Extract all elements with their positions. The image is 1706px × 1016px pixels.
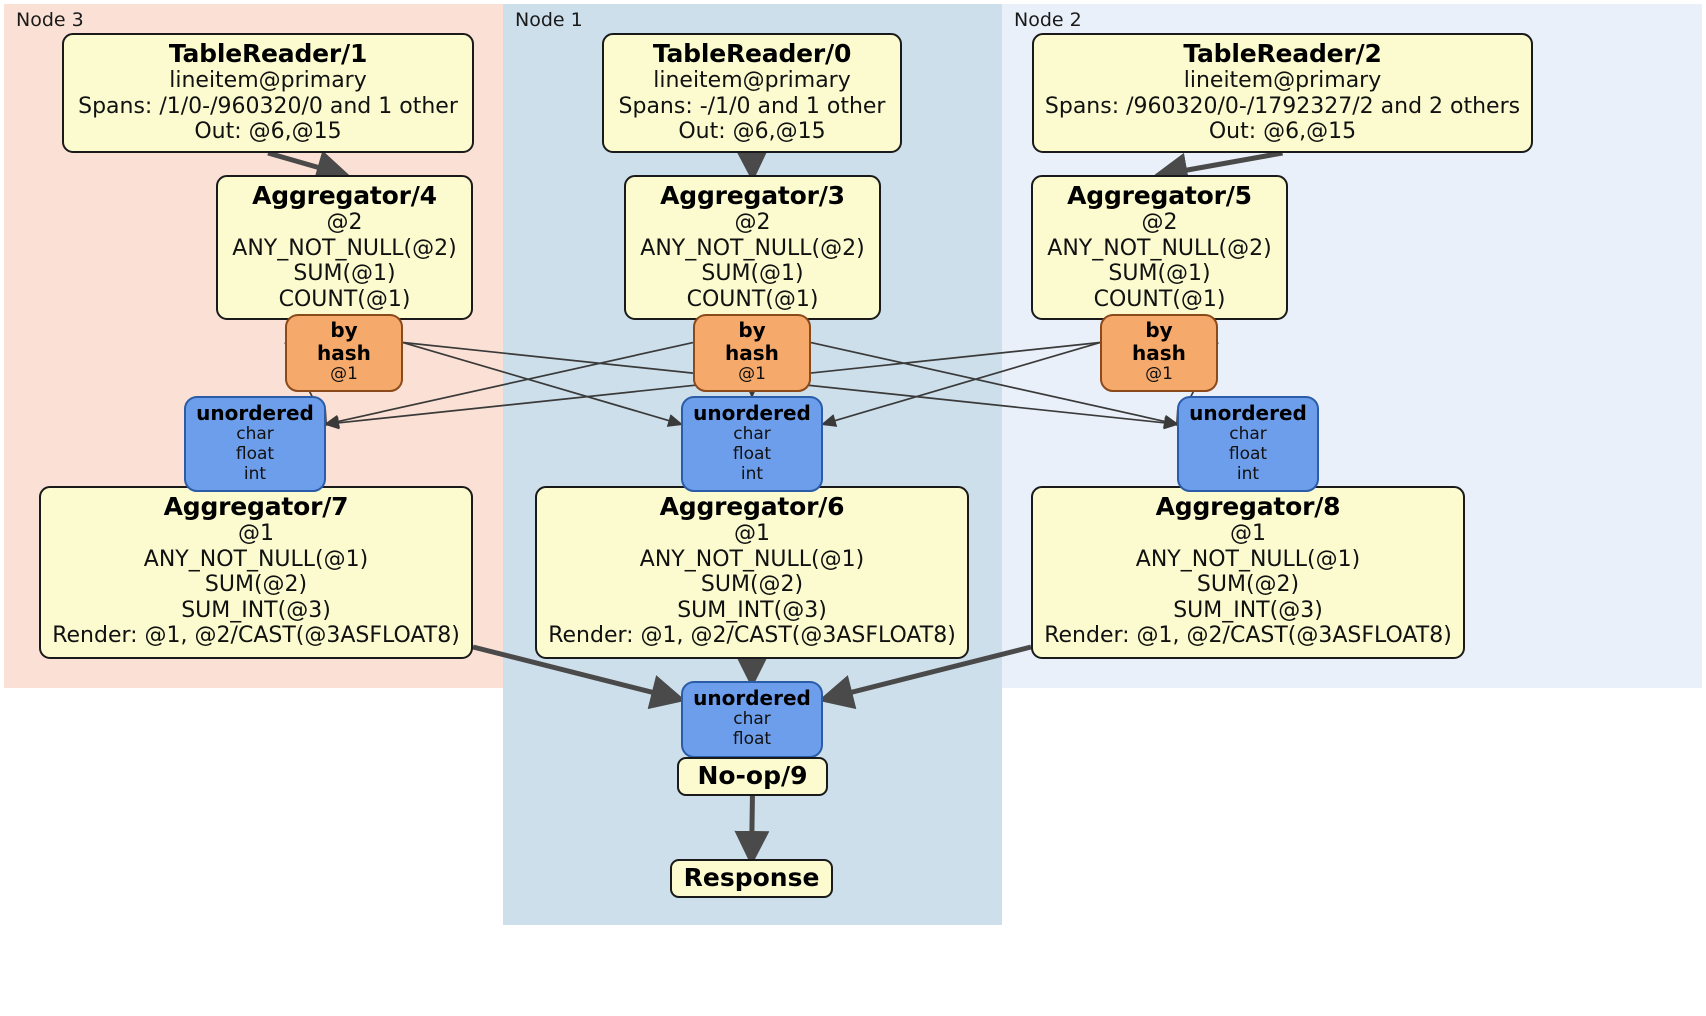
box-detail-line: lineitem@primary — [169, 68, 367, 93]
box-title: Response — [683, 863, 820, 892]
box-detail-line: lineitem@primary — [1183, 68, 1382, 93]
box-title: unordered — [693, 686, 811, 710]
edge-hash1-to-sync2 — [810, 341, 1180, 428]
box-title: Aggregator/8 — [1155, 492, 1341, 521]
box-detail-line: int — [1236, 463, 1260, 484]
processor-box-response[interactable]: Response — [670, 859, 833, 898]
box-detail-line: @1 — [330, 364, 358, 385]
box-detail-line: SUM(@1) — [701, 261, 804, 287]
box-detail-line: SUM(@2) — [204, 572, 308, 598]
edge-tr1-to-agg4 — [267, 150, 352, 185]
box-detail-line: Spans: /960320/0-/1792327/2 and 2 others — [1044, 93, 1521, 119]
node-region-label: Node 2 — [1014, 9, 1082, 31]
box-detail-line: float — [1228, 443, 1268, 464]
edge-tr2-to-agg5 — [1152, 150, 1283, 188]
output-router-hash1[interactable]: by hash@1 — [693, 314, 811, 393]
edge-agg7-to-syncFinal — [472, 644, 686, 710]
box-detail-line: Render: @1, @2/CAST(@3ASFLOAT8) — [52, 623, 460, 649]
box-title: TableReader/1 — [168, 39, 368, 68]
edge-hash2-to-sync1 — [820, 341, 1101, 427]
box-title: Aggregator/3 — [660, 181, 845, 210]
node-region-label: Node 1 — [515, 9, 583, 31]
edge-agg8-to-syncFinal — [818, 644, 1032, 710]
box-detail-line: ANY_NOT_NULL(@2) — [232, 235, 457, 261]
box-detail-line: SUM_INT(@3) — [677, 597, 827, 623]
box-detail-line: @2 — [326, 210, 363, 235]
box-detail-line: @1 — [238, 521, 274, 546]
box-detail-line: Out: @6,@15 — [1208, 119, 1357, 145]
box-detail-line: @2 — [1141, 210, 1178, 235]
box-detail-line: Render: @1, @2/CAST(@3ASFLOAT8) — [1044, 623, 1452, 649]
box-detail-line: @1 — [734, 521, 770, 546]
box-detail-line: COUNT(@1) — [1093, 286, 1226, 312]
box-detail-line: float — [732, 728, 772, 749]
box-detail-line: ANY_NOT_NULL(@1) — [143, 546, 369, 572]
box-detail-line: SUM(@1) — [1108, 261, 1211, 287]
box-detail-line: Out: @6,@15 — [194, 119, 342, 145]
edge-noop9-to-response — [734, 791, 770, 866]
box-title: by hash — [1132, 318, 1186, 366]
box-detail-line: COUNT(@1) — [686, 286, 819, 312]
box-detail-line: Spans: /1/0-/960320/0 and 1 other — [78, 93, 458, 119]
box-detail-line: @1 — [1230, 521, 1266, 546]
box-title: by hash — [317, 318, 371, 366]
box-title: TableReader/0 — [652, 39, 852, 68]
box-title: No-op/9 — [697, 761, 808, 790]
box-detail-line: Spans: -/1/0 and 1 other — [618, 93, 886, 119]
box-title: TableReader/2 — [1183, 39, 1382, 68]
box-title: unordered — [196, 401, 314, 425]
box-detail-line: char — [733, 424, 771, 445]
box-detail-line: COUNT(@1) — [278, 286, 411, 312]
box-detail-line: ANY_NOT_NULL(@2) — [1047, 235, 1272, 261]
output-router-hash3[interactable]: by hash@1 — [285, 314, 403, 393]
box-detail-line: SUM(@1) — [293, 261, 396, 287]
output-router-hash2[interactable]: by hash@1 — [1100, 314, 1218, 393]
box-detail-line: ANY_NOT_NULL(@1) — [639, 546, 865, 572]
box-detail-line: int — [740, 463, 764, 484]
box-detail-line: SUM_INT(@3) — [1173, 597, 1323, 623]
box-title: unordered — [1189, 401, 1307, 425]
box-detail-line: Render: @1, @2/CAST(@3ASFLOAT8) — [548, 623, 956, 649]
box-title: Aggregator/6 — [659, 492, 845, 521]
box-detail-line: @1 — [738, 364, 766, 385]
box-title: by hash — [725, 318, 779, 366]
box-detail-line: SUM_INT(@3) — [181, 597, 331, 623]
box-detail-line: ANY_NOT_NULL(@1) — [1135, 546, 1361, 572]
box-detail-line: int — [243, 463, 267, 484]
edge-tr0-to-agg3 — [734, 146, 770, 182]
edge-hash1-to-sync3 — [323, 341, 694, 428]
box-detail-line: @2 — [734, 210, 771, 235]
box-title: unordered — [693, 401, 811, 425]
box-detail-line: @1 — [1145, 364, 1173, 385]
edge-hash3-to-sync1 — [402, 341, 684, 427]
node-region-label: Node 3 — [16, 9, 84, 31]
box-detail-line: SUM(@2) — [1196, 572, 1300, 598]
processor-box-noop9[interactable]: No-op/9 — [677, 757, 828, 796]
box-detail-line: char — [733, 709, 771, 730]
box-title: Aggregator/4 — [252, 181, 437, 210]
box-detail-line: lineitem@primary — [653, 68, 851, 93]
box-title: Aggregator/5 — [1067, 181, 1252, 210]
box-detail-line: ANY_NOT_NULL(@2) — [640, 235, 865, 261]
box-detail-line: char — [1229, 424, 1267, 445]
box-detail-line: float — [235, 443, 275, 464]
box-detail-line: Out: @6,@15 — [678, 119, 826, 145]
box-detail-line: SUM(@2) — [700, 572, 804, 598]
box-detail-line: char — [236, 424, 274, 445]
box-title: Aggregator/7 — [163, 492, 349, 521]
box-detail-line: float — [732, 443, 772, 464]
